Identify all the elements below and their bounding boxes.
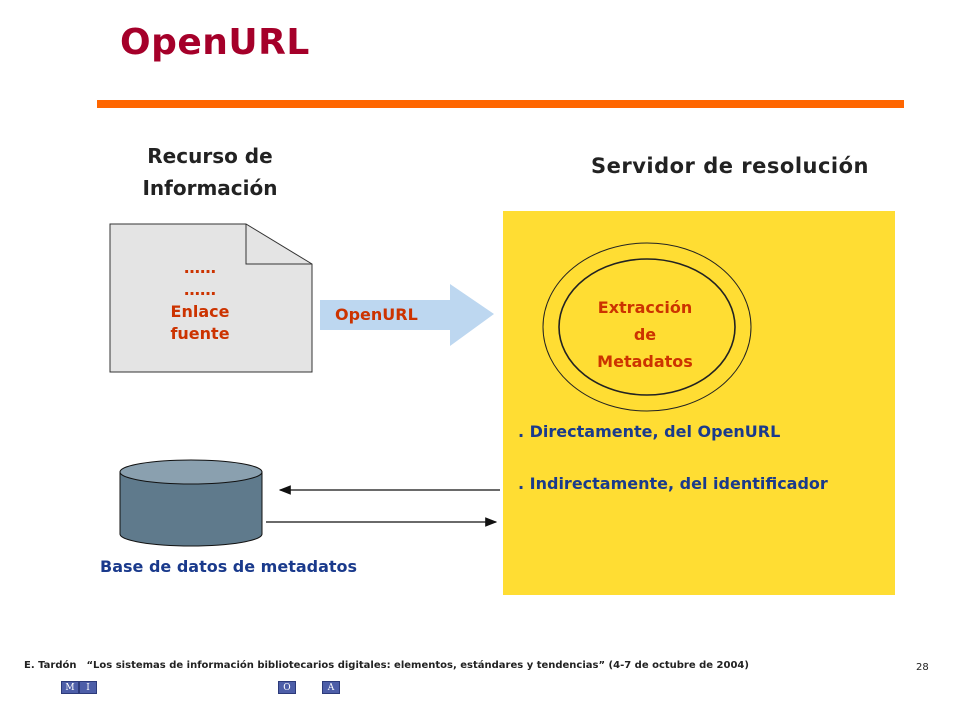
nav-button-o[interactable]: O	[278, 681, 296, 694]
extraction-inner-ellipse	[558, 258, 736, 396]
document-line: fuente	[170, 324, 230, 343]
method-direct: . Directamente, del OpenURL	[518, 422, 781, 441]
footer-citation: E. Tardón “Los sistemas de información bi…	[24, 660, 749, 671]
extraction-outer-ellipse	[542, 242, 752, 412]
document-line: ……	[184, 258, 216, 277]
nav-button-a[interactable]: A	[322, 681, 340, 694]
document-line: Enlace	[170, 302, 230, 321]
database-cylinder-top	[119, 459, 263, 485]
resource-heading: Recurso de Información	[110, 140, 310, 204]
openurl-arrow	[320, 284, 494, 346]
extraction-text: Extracción de Metadatos	[565, 294, 725, 375]
method-indirect: . Indirectamente, del identificador	[518, 474, 828, 493]
page-number: 28	[916, 662, 929, 673]
footer-author: E. Tardón	[24, 660, 77, 671]
document-text: …… …… Enlace fuente	[140, 257, 260, 345]
resolution-server-box	[503, 211, 895, 595]
resource-heading-line-2: Información	[142, 176, 278, 200]
document-fold	[245, 224, 312, 265]
title-underline	[97, 100, 904, 108]
database-label: Base de datos de metadatos	[100, 557, 358, 576]
resource-heading-line-1: Recurso de	[147, 144, 273, 168]
footer-citation-text: “Los sistemas de información bibliotecar…	[86, 660, 749, 671]
database-cylinder-body	[119, 471, 263, 547]
extraction-line: Extracción	[597, 298, 693, 317]
extraction-line: de	[633, 325, 657, 344]
nav-button-m[interactable]: M	[61, 681, 79, 694]
server-heading: Servidor de resolución	[590, 154, 870, 178]
extraction-line: Metadatos	[597, 352, 693, 371]
document-line: ……	[184, 280, 216, 299]
page-title: OpenURL	[120, 22, 310, 63]
openurl-arrow-label: OpenURL	[335, 305, 418, 324]
nav-button-i[interactable]: I	[79, 681, 97, 694]
document-shape	[109, 223, 313, 373]
